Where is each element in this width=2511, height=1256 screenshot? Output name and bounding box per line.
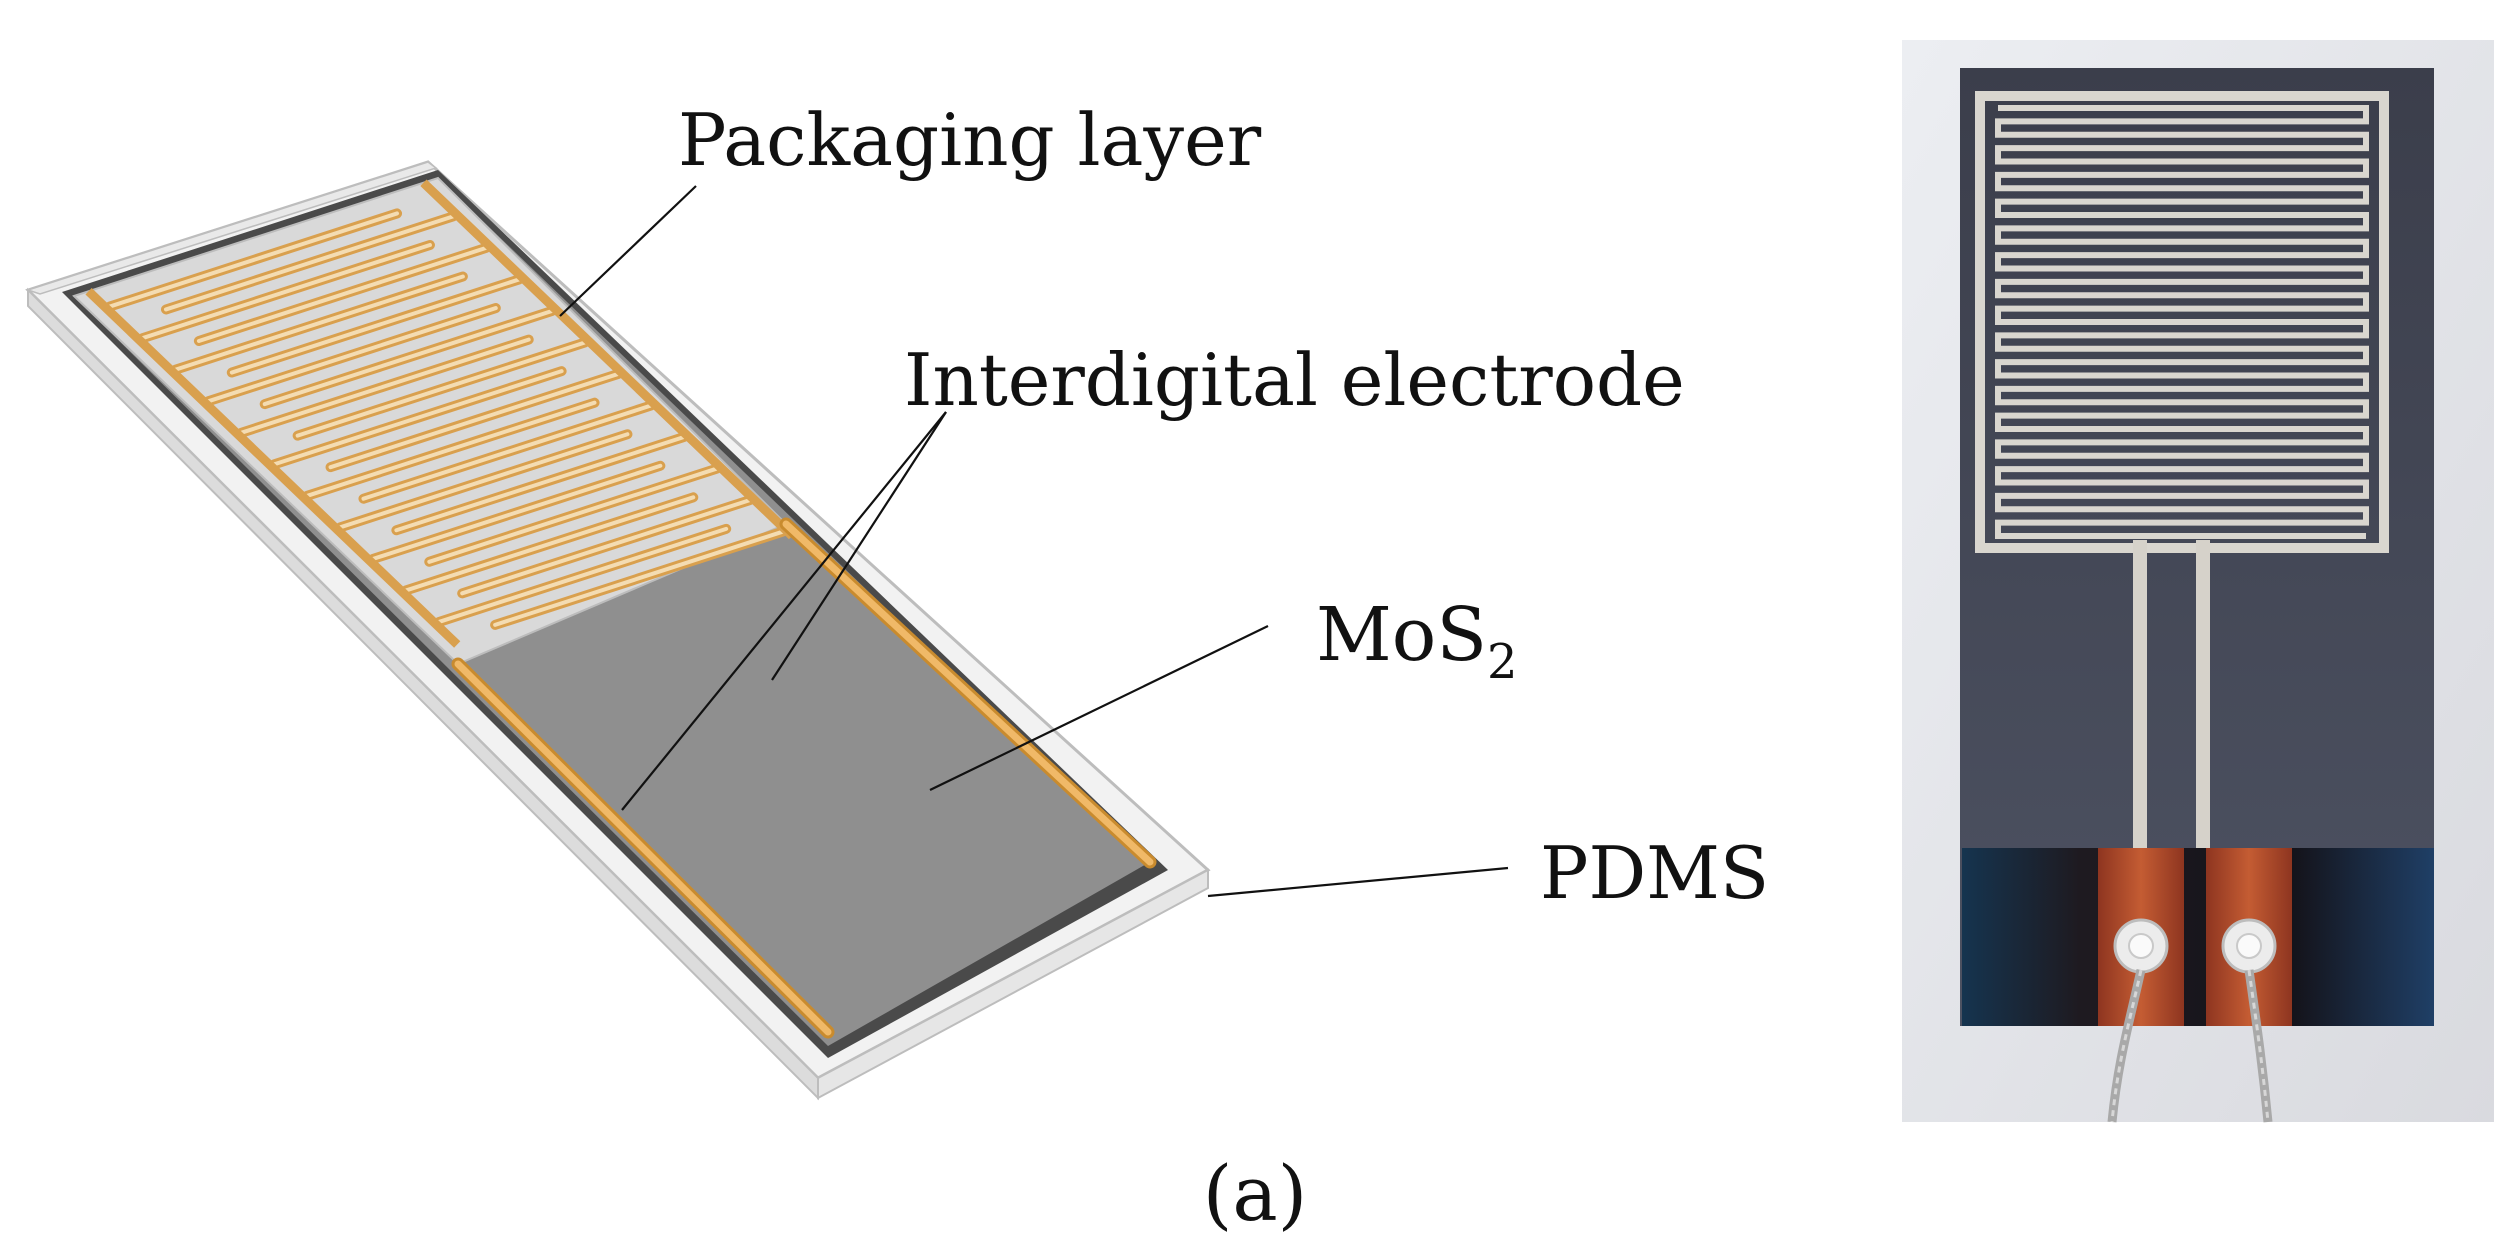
- photo-lead-left: [2133, 540, 2147, 880]
- electrode-finger-highlight: [436, 526, 729, 625]
- electrode-finger-highlight: [140, 242, 432, 341]
- leader-lines: [559, 185, 1509, 898]
- label-mos2-main: MoS: [1316, 592, 1487, 678]
- electrode-finger-highlight: [262, 308, 555, 407]
- panel-label: (a): [1203, 1149, 1308, 1238]
- electrode-finger-highlight: [427, 466, 719, 564]
- electrode-finger-highlight: [239, 337, 531, 435]
- pdms-back-face: [25, 161, 438, 295]
- electrode-rail-left-highlight: [454, 660, 832, 1036]
- label-mos2-subscript: 2: [1487, 634, 1518, 690]
- electrode-finger-highlight: [403, 495, 696, 593]
- electrode-finger-highlight: [163, 214, 456, 312]
- electrode-finger-highlight: [206, 306, 498, 404]
- pdms-right-face: [817, 868, 1209, 1100]
- interdigital-electrode-fingers: [85, 179, 796, 648]
- electrode-finger-highlight: [337, 432, 630, 530]
- electrode-finger-highlight: [304, 400, 597, 498]
- electrode-finger-highlight: [173, 274, 465, 372]
- electrode-finger-highlight: [295, 340, 588, 438]
- electrode-finger-highlight: [361, 403, 654, 501]
- label-packaging-layer: Packaging layer: [678, 98, 1262, 182]
- electrode-busbar: [85, 288, 461, 648]
- photo-lead-right: [2196, 540, 2210, 880]
- electrode-busbar: [420, 179, 796, 540]
- label-interdigital-electrode: Interdigital electrode: [904, 338, 1685, 422]
- leader-pdms: [1207, 866, 1509, 898]
- electrode-rails: [451, 517, 1157, 1039]
- sensor-schematic: Packaging layer Interdigital electrode M…: [25, 98, 1769, 1101]
- electrode-finger-highlight: [370, 463, 663, 562]
- photo-pattern-frame: [1975, 91, 2389, 553]
- leader-electrode-a: [621, 411, 947, 811]
- electrode-finger-highlight: [196, 245, 489, 343]
- electrode-finger-highlight: [229, 277, 522, 375]
- leader-mos2: [929, 625, 1269, 791]
- leader-electrode-b: [771, 411, 947, 681]
- electrode-rail-right-highlight: [782, 520, 1154, 866]
- electrode-finger-highlight: [328, 371, 621, 470]
- photo-solder-joint-right-inner: [2236, 933, 2262, 959]
- photo-wire-right-strand: [2247, 969, 2270, 1123]
- electrode-finger-highlight: [272, 369, 564, 467]
- electrode-finger-highlight: [493, 529, 785, 627]
- label-pdms: PDMS: [1540, 831, 1769, 915]
- electrode-finger-highlight: [394, 435, 686, 533]
- leader-packaging: [559, 185, 697, 317]
- electrode-finger-highlight: [460, 498, 752, 596]
- photo-solder-joint-left-inner: [2128, 933, 2154, 959]
- electrode-finger-highlight: [107, 211, 400, 309]
- photo-tape-strip: [1962, 848, 2434, 1026]
- sensor-photo: [1902, 40, 2494, 1123]
- photo-electrode-pattern: [1975, 91, 2389, 553]
- photo-wire-left-strand: [2110, 969, 2143, 1123]
- photo-serpentine-trace: [1995, 105, 2369, 539]
- label-mos2: MoS2: [1316, 592, 1518, 690]
